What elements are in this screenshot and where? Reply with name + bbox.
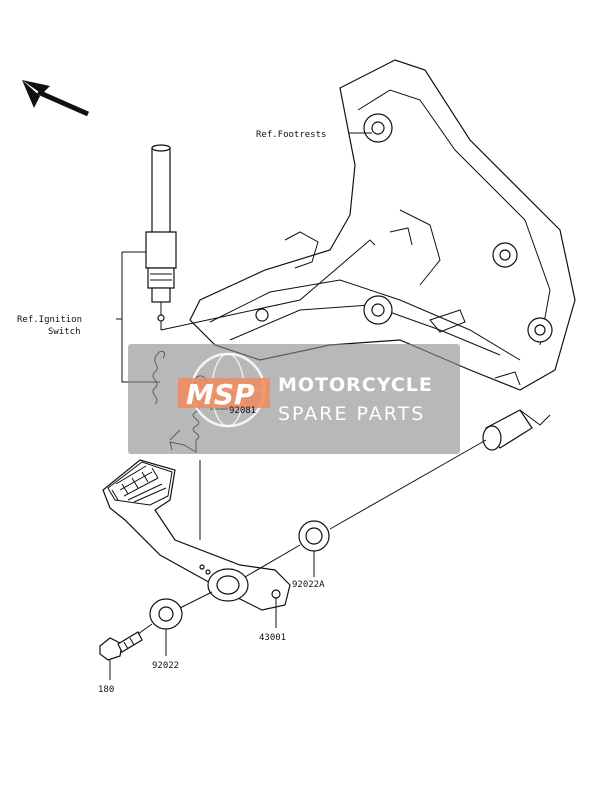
label-180: 180 <box>98 685 114 695</box>
watermark-logo: MSP <box>186 378 255 411</box>
label-92022: 92022 <box>152 661 179 671</box>
label-ref-ignition-switch: Switch <box>48 327 81 337</box>
watermark-line1: MOTORCYCLE <box>278 374 433 396</box>
label-92081: 92081 <box>229 406 256 416</box>
watermark-line2: SPARE PARTS <box>278 403 425 425</box>
frame-bracket <box>189 59 576 451</box>
label-ref-footrests: Ref.Footrests <box>256 130 326 140</box>
leader-lines <box>109 132 487 680</box>
bolt-180 <box>99 631 143 661</box>
washer-92022 <box>149 598 183 630</box>
washer-92022a <box>298 520 330 552</box>
label-ref-ignition: Ref.Ignition <box>17 315 82 325</box>
watermark-band <box>128 344 460 454</box>
label-92022a: 92022A <box>292 580 325 590</box>
watermark-logo-badge <box>178 378 270 408</box>
brake-pedal <box>102 459 291 611</box>
brake-switch <box>145 144 177 322</box>
watermark: MSP MOTORCYCLE SPARE PARTS <box>128 344 460 454</box>
front-arrow-icon <box>22 80 90 117</box>
label-43001: 43001 <box>259 633 286 643</box>
